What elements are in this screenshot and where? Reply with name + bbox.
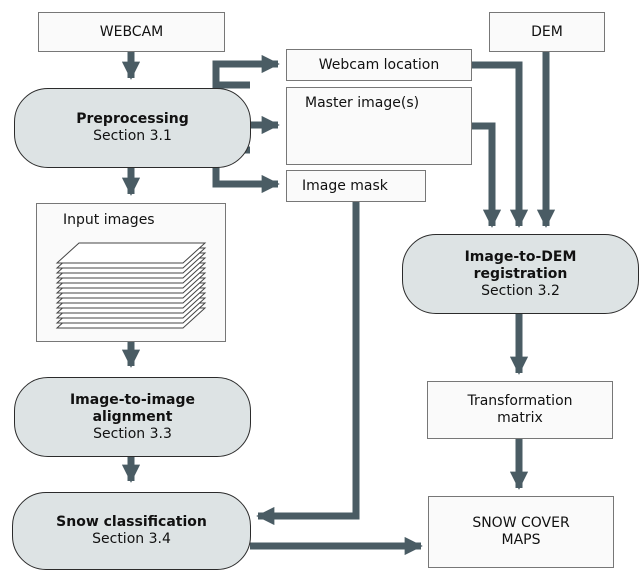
dem-box: DEM [489,12,605,52]
dem-label: DEM [531,24,563,40]
arrow-master-images-to-registration [471,122,502,228]
classification-section: Section 3.4 [92,531,171,547]
image-mask-box: Image mask [286,170,426,202]
snow-cover-line1: SNOW COVER [472,515,570,531]
alignment-title-line2: alignment [92,408,173,425]
arrow-preprocessing-to-webcam-location [212,54,280,89]
input-images-box: Input images [36,203,226,342]
arrow-image-mask-to-classification [256,202,360,526]
preprocessing-section: Section 3.1 [93,128,172,144]
input-images-stack-icon [55,242,207,329]
image-to-image-alignment-process: Image-to-image alignment Section 3.3 [14,377,251,457]
master-images-label: Master image(s) [305,95,420,111]
alignment-section: Section 3.3 [93,425,172,442]
image-mask-label: Image mask [302,178,388,194]
snow-cover-maps-box: SNOW COVER MAPS [428,496,614,568]
transformation-line2: matrix [497,410,543,426]
alignment-title-line1: Image-to-image [69,391,196,408]
webcam-location-label: Webcam location [318,57,440,73]
preprocessing-title: Preprocessing [76,111,189,127]
arrow-webcam-location-to-registration [471,61,529,228]
webcam-box: WEBCAM [38,12,225,52]
webcam-location-box: Webcam location [286,49,472,81]
preprocessing-process: Preprocessing Section 3.1 [14,88,251,168]
master-images-box: Master image(s) [286,87,472,165]
image-to-dem-registration-process: Image-to-DEM registration Section 3.2 [402,234,639,314]
classification-title: Snow classification [56,514,207,530]
webcam-label: WEBCAM [99,24,164,40]
snow-cover-line2: MAPS [501,532,541,548]
registration-title-line1: Image-to-DEM [464,248,577,265]
transformation-line1: Transformation [467,393,573,409]
input-images-label: Input images [63,212,155,228]
registration-title-line2: registration [473,265,568,282]
snow-classification-process: Snow classification Section 3.4 [12,492,251,570]
registration-section: Section 3.2 [481,282,560,299]
transformation-matrix-box: Transformation matrix [427,381,613,439]
